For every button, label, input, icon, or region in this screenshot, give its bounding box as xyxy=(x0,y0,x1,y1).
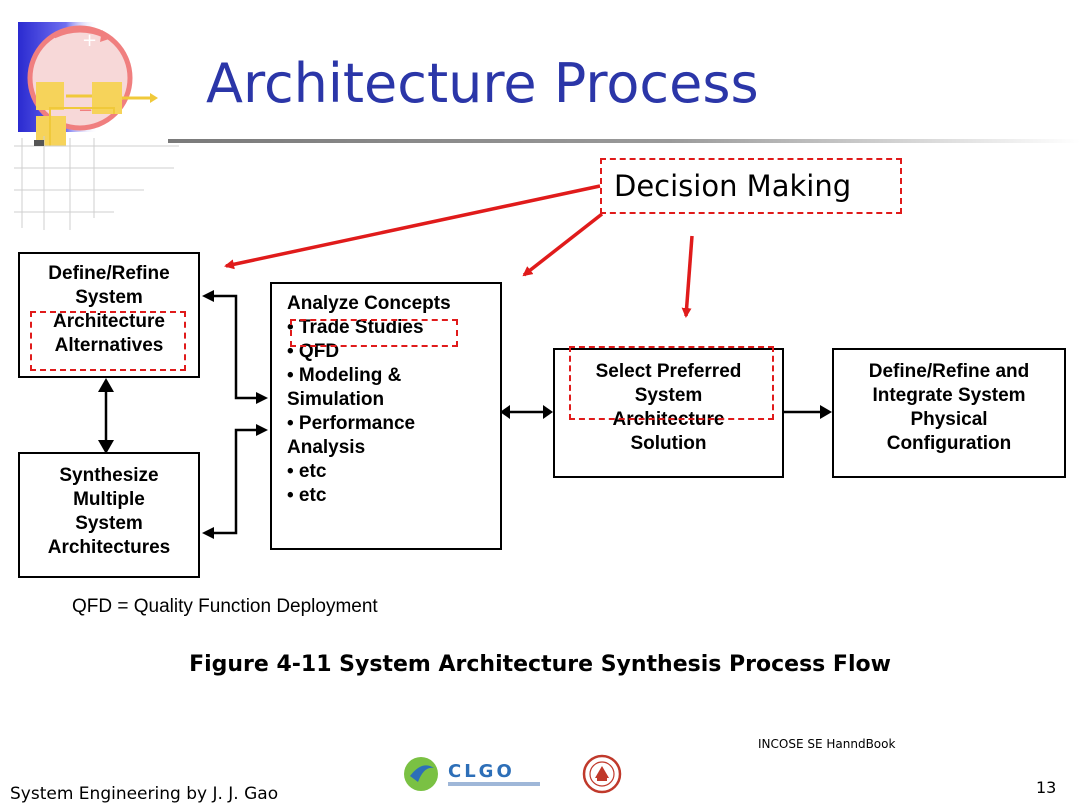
svg-text:+: + xyxy=(82,30,97,51)
logo-yellow-block xyxy=(36,82,64,110)
page-number: 13 xyxy=(1036,778,1057,797)
trade-studies-highlight xyxy=(290,319,458,347)
figure-caption: Figure 4-11 System Architecture Synthesi… xyxy=(189,652,891,677)
define-integrate-box: Define/Refine and Integrate System Physi… xyxy=(832,348,1066,478)
university-seal xyxy=(582,754,622,794)
source-credit: INCOSE SE HanndBook xyxy=(758,737,896,751)
slide-logo-graphic: + − xyxy=(14,22,179,230)
architecture-alternatives-highlight xyxy=(30,311,186,371)
connector-define-to-analyze xyxy=(214,294,258,400)
svg-text:CLGO: CLGO xyxy=(448,761,515,782)
select-preferred-highlight xyxy=(569,346,774,420)
define-refine-system-box: Define/Refine System Architecture Altern… xyxy=(18,252,200,378)
decision-making-label: Decision Making xyxy=(600,158,902,214)
title-divider xyxy=(168,139,1080,143)
analyze-concepts-box: Analyze Concepts • Trade Studies • QFD •… xyxy=(270,282,502,550)
decision-arrow-to-select xyxy=(681,235,694,318)
svg-text:−: − xyxy=(78,100,93,121)
connector-synth-to-analyze xyxy=(214,428,258,535)
decision-arrow-to-analyze xyxy=(522,212,604,277)
select-preferred-box: Select Preferred System Architecture Sol… xyxy=(553,348,784,478)
clgo-logo: CLGO xyxy=(404,757,540,791)
decision-arrow-to-define xyxy=(224,184,601,270)
qfd-note: QFD = Quality Function Deployment xyxy=(72,596,378,617)
slide-title: Architecture Process xyxy=(206,52,759,115)
footer-author: System Engineering by J. J. Gao xyxy=(10,784,279,804)
synthesize-architectures-box: Synthesize Multiple System Architectures xyxy=(18,452,200,578)
